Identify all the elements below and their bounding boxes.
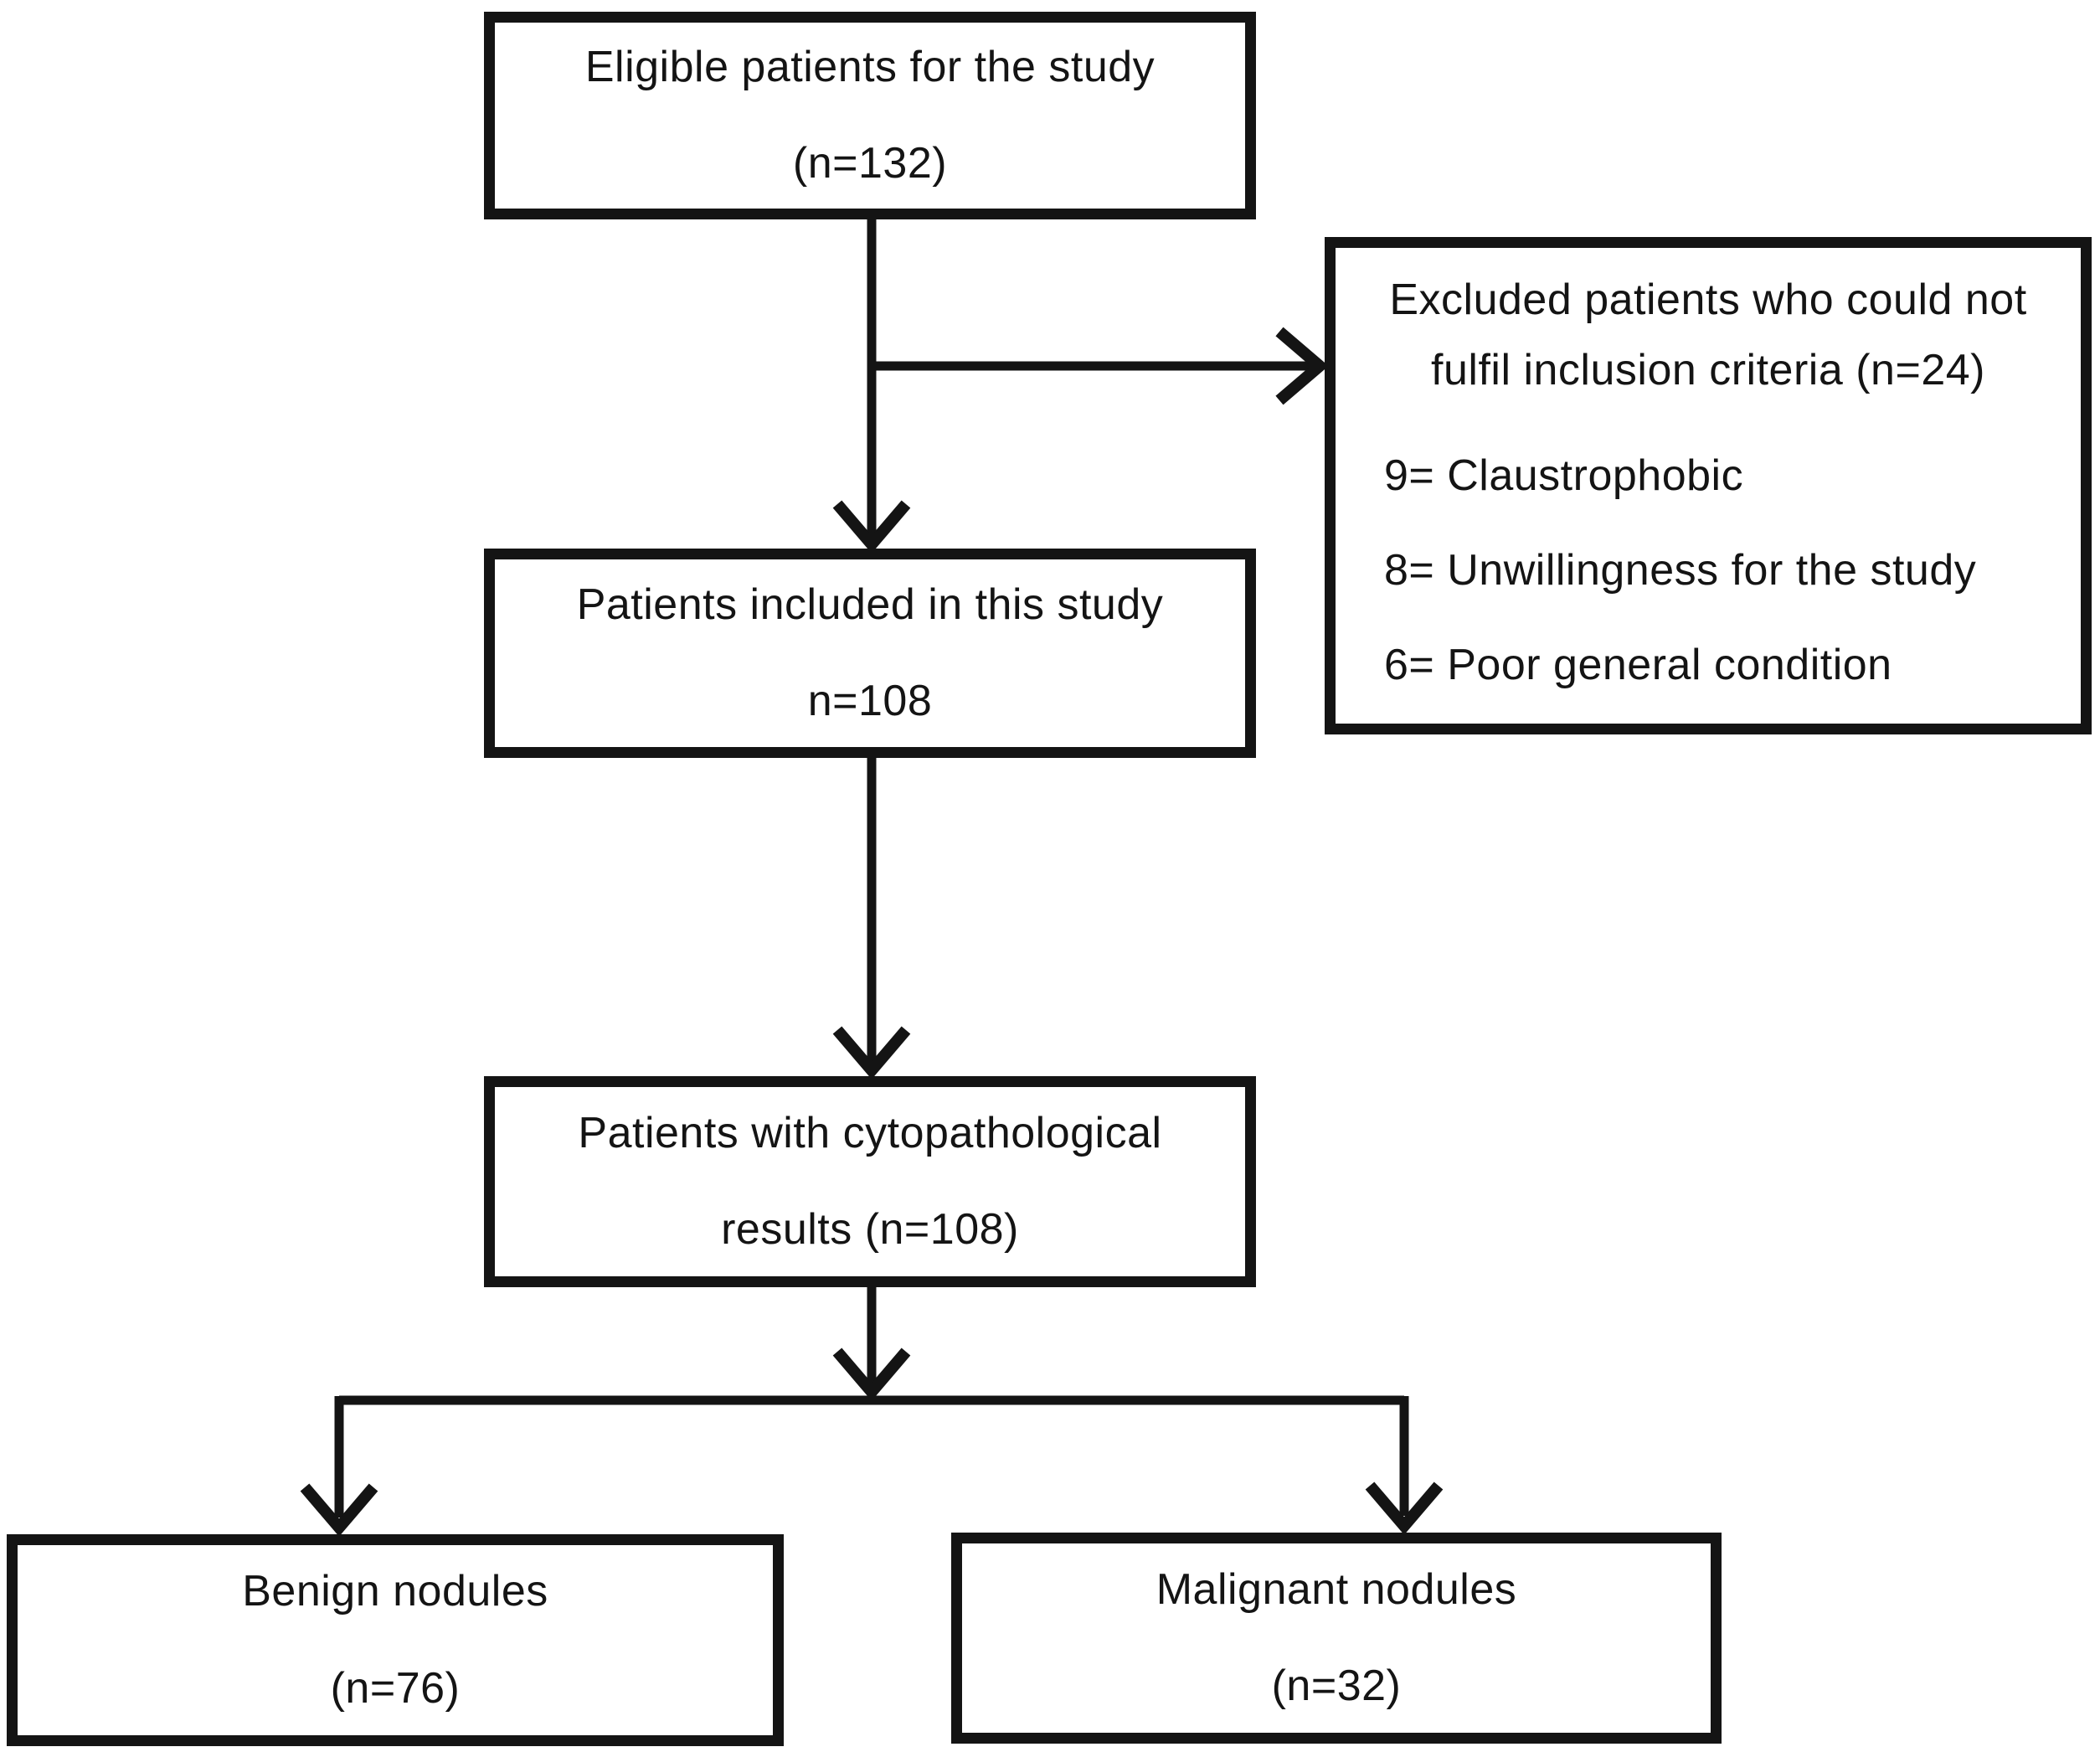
malignant-count: (n=32) xyxy=(1271,1662,1402,1710)
excluded-reason-claustrophobic: 9= Claustrophobic xyxy=(1384,451,1744,501)
arrowhead-down-cyto xyxy=(832,1026,911,1080)
arrowhead-down-malignant xyxy=(1365,1481,1444,1535)
benign-title: Benign nodules xyxy=(242,1567,548,1616)
flow-box-eligible-patients: Eligible patients for the study (n=132) xyxy=(484,12,1256,219)
flow-box-cytopathological-results: Patients with cytopathological results (… xyxy=(484,1076,1256,1287)
flow-box-malignant-nodules: Malignant nodules (n=32) xyxy=(951,1533,1722,1744)
arrowhead-down-included xyxy=(832,500,911,554)
excluded-reasons-list: 9= Claustrophobic 8= Unwillingness for t… xyxy=(1344,454,2072,687)
cyto-count: results (n=108) xyxy=(721,1205,1019,1254)
arrowhead-right-excluded xyxy=(1275,327,1329,405)
arrowhead-down-benign xyxy=(300,1483,378,1537)
excluded-heading: Excluded patients who could not fulfil i… xyxy=(1344,265,2072,405)
excluded-reason-unwillingness: 8= Unwillingness for the study xyxy=(1384,546,1977,595)
eligible-count: (n=132) xyxy=(792,139,948,188)
malignant-title: Malignant nodules xyxy=(1156,1564,1517,1614)
benign-count: (n=76) xyxy=(330,1663,461,1713)
excluded-heading-line2: fulfil inclusion criteria (n=24) xyxy=(1431,346,1985,395)
eligible-title: Eligible patients for the study xyxy=(584,42,1156,91)
included-title: Patients included in this study xyxy=(576,580,1164,629)
flow-box-included-patients: Patients included in this study n=108 xyxy=(484,549,1256,758)
cyto-title: Patients with cytopathological xyxy=(578,1108,1162,1157)
included-count: n=108 xyxy=(807,677,933,725)
arrowhead-down-junction xyxy=(832,1347,911,1401)
excluded-reason-poor-condition: 6= Poor general condition xyxy=(1384,641,1892,690)
flow-box-excluded-patients: Excluded patients who could not fulfil i… xyxy=(1325,237,2092,734)
excluded-heading-line1: Excluded patients who could not xyxy=(1389,276,2027,324)
flow-box-benign-nodules: Benign nodules (n=76) xyxy=(7,1534,784,1746)
